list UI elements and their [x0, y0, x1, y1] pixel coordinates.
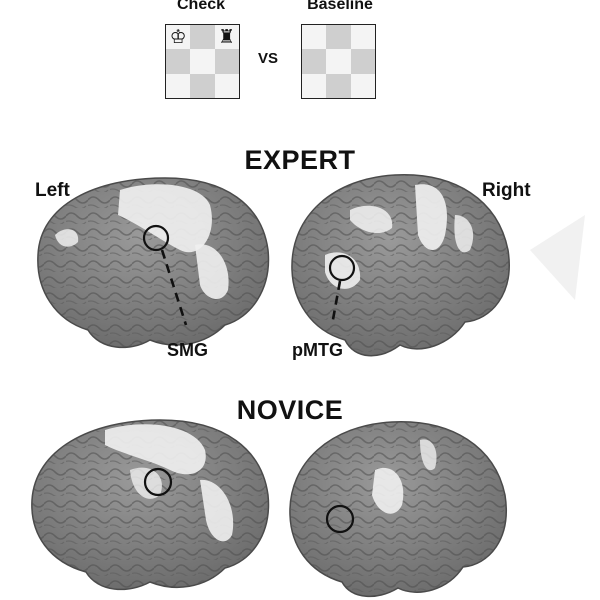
- activation-region: [118, 184, 212, 253]
- activation-region: [372, 467, 404, 514]
- chessboard-square: [166, 73, 191, 98]
- chessboard-square: [166, 49, 191, 74]
- pmtg-leader-line: [330, 280, 342, 326]
- chessboard-square: [350, 25, 375, 50]
- check-chessboard: ♔ ♜: [165, 24, 240, 99]
- chessboard-square: [326, 73, 351, 98]
- activation-region: [415, 184, 447, 250]
- chessboard-square: [190, 73, 215, 98]
- activation-region: [105, 424, 206, 475]
- chessboard-square: [326, 49, 351, 74]
- smg-roi-circle: [142, 224, 170, 252]
- chessboard-square: [190, 25, 215, 50]
- baseline-chessboard: [301, 24, 376, 99]
- black-rook-icon: ♜: [218, 25, 236, 48]
- activation-region: [454, 215, 474, 253]
- chessboard-square: ♔: [166, 25, 191, 50]
- pmtg-label: pMTG: [292, 340, 343, 360]
- pmtg-roi-circle: [328, 254, 356, 282]
- activation-region: [350, 205, 393, 234]
- activation-region: [195, 244, 229, 300]
- expert-title: EXPERT: [244, 145, 356, 175]
- pmtg-roi-circle: [325, 504, 355, 534]
- activation-region: [200, 479, 234, 542]
- chessboard-square: [302, 25, 327, 50]
- novice-right-hemisphere: [289, 421, 507, 598]
- activation-region: [420, 439, 437, 471]
- smg-leader-line: [160, 249, 188, 326]
- vs-label: VS: [258, 50, 279, 67]
- chessboard-square: [350, 49, 375, 74]
- baseline-label: Baseline: [307, 0, 373, 13]
- chessboard-square: [214, 73, 239, 98]
- expert-left-hemisphere: [37, 177, 270, 349]
- chessboard-square: [350, 73, 375, 98]
- right-hemisphere-label: Right: [482, 180, 531, 201]
- check-label: Check: [176, 0, 226, 13]
- chessboard-square: [190, 49, 215, 74]
- watermark-shape: [530, 215, 585, 300]
- chessboard-square: [302, 73, 327, 98]
- chessboard-square: [326, 25, 351, 50]
- white-king-icon: ♔: [169, 25, 187, 48]
- smg-label: SMG: [167, 340, 209, 360]
- chessboard-square: [214, 49, 239, 74]
- novice-title: NOVICE: [236, 395, 344, 425]
- left-hemisphere-label: Left: [35, 180, 70, 201]
- expert-right-hemisphere: [291, 174, 510, 357]
- chessboard-square: ♜: [214, 25, 239, 50]
- activation-region: [55, 229, 79, 247]
- chessboard-square: [302, 49, 327, 74]
- novice-left-hemisphere: [31, 419, 270, 591]
- smg-roi-circle: [143, 467, 173, 497]
